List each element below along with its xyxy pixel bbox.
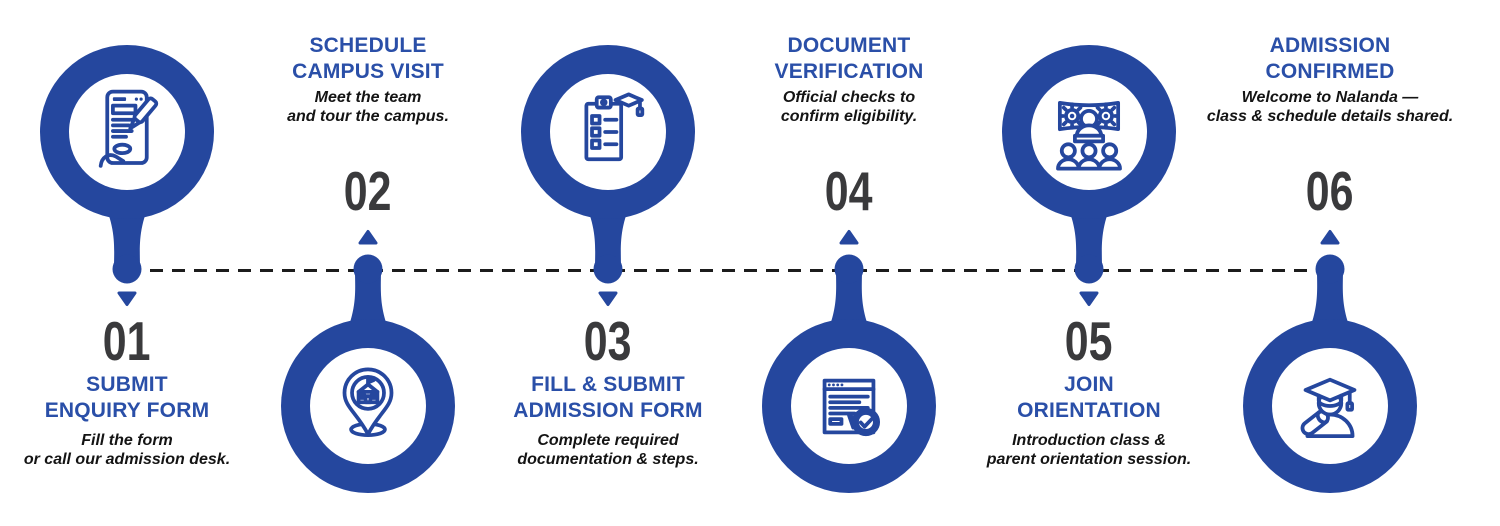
- arrow-up-icon: [358, 230, 378, 245]
- step-title-line: ORIENTATION: [1017, 398, 1161, 422]
- step-subtitle-line: Official checks to: [782, 89, 916, 106]
- step-subtitle-line: parent orientation session.: [986, 450, 1192, 468]
- admission-checklist-icon: [584, 92, 645, 162]
- arrow-up-icon: [1320, 230, 1340, 245]
- step-subtitle-line: and tour the campus.: [287, 107, 449, 125]
- step-subtitle-line: confirm eligibility.: [780, 107, 918, 125]
- step-number-text: 02: [344, 160, 392, 222]
- campus-location-pin-icon: [342, 367, 394, 438]
- step-title-line: CONFIRMED: [1265, 59, 1395, 83]
- step-subtitle-line: documentation & steps.: [517, 450, 699, 468]
- step-title-line: SUBMIT: [86, 373, 168, 396]
- graduate-icon: [1300, 377, 1357, 438]
- step-title: SCHEDULE CAMPUS VISIT: [218, 33, 518, 84]
- step-title-line: DOCUMENT: [787, 34, 911, 57]
- step-subtitle-line: class & schedule details shared.: [1206, 107, 1454, 125]
- step-02: 02 SCHEDULE CAMPUS VISIT Meet the team a…: [218, 0, 518, 526]
- step-number: 05: [939, 314, 1239, 369]
- step-title-line: CAMPUS VISIT: [292, 59, 444, 83]
- step-subtitle-line: or call our admission desk.: [23, 450, 231, 468]
- step-number: 02: [218, 164, 518, 219]
- arrow-up-icon: [839, 230, 859, 245]
- document-verification-icon: [822, 378, 881, 437]
- arrow-down-icon: [1079, 291, 1099, 306]
- step-03: 03 FILL & SUBMIT ADMISSION FORM Complete…: [458, 0, 758, 526]
- step-subtitle-line: Complete required: [537, 432, 679, 449]
- step-subtitle: Introduction class & parent orientation …: [939, 432, 1239, 470]
- step-subtitle-line: Introduction class &: [1012, 432, 1166, 449]
- step-number-text: 06: [1306, 160, 1354, 222]
- step-title-line: FILL & SUBMIT: [531, 373, 685, 396]
- step-marker: [27, 45, 227, 285]
- step-title-line: SCHEDULE: [309, 34, 427, 57]
- step-marker: [1230, 253, 1430, 493]
- step-number: 03: [458, 314, 758, 369]
- enquiry-form-icon: [98, 89, 159, 168]
- step-number-text: 01: [103, 310, 151, 372]
- step-01: 01 SUBMIT ENQUIRY FORM Fill the form or …: [0, 0, 277, 526]
- timeline-dashed-line: [150, 269, 1308, 272]
- arrow-down-icon: [598, 291, 618, 306]
- step-title: SUBMIT ENQUIRY FORM: [0, 372, 277, 423]
- step-06: 06 ADMISSION CONFIRMED Welcome to Naland…: [1180, 0, 1480, 526]
- step-subtitle: Official checks to confirm eligibility.: [699, 89, 999, 127]
- step-04: 04 DOCUMENT VERIFICATION Official checks…: [699, 0, 999, 526]
- step-05: 05 JOIN ORIENTATION Introduction class &…: [939, 0, 1239, 526]
- step-title-line: JOIN: [1064, 373, 1114, 396]
- step-title-line: VERIFICATION: [774, 59, 924, 83]
- step-marker: [508, 45, 708, 285]
- step-number: 04: [699, 164, 999, 219]
- step-title-line: ENQUIRY FORM: [44, 398, 210, 422]
- step-subtitle-line: Meet the team: [314, 89, 422, 106]
- orientation-presentation-icon: [1056, 100, 1122, 171]
- step-title-line: ADMISSION: [1269, 34, 1391, 57]
- step-subtitle: Welcome to Nalanda — class & schedule de…: [1180, 89, 1480, 127]
- step-number-text: 05: [1065, 310, 1113, 372]
- step-title-line: ADMISSION FORM: [513, 398, 703, 422]
- step-subtitle: Meet the team and tour the campus.: [218, 89, 518, 127]
- arrow-down-icon: [117, 291, 137, 306]
- step-subtitle-line: Fill the form: [81, 432, 173, 449]
- step-title: FILL & SUBMIT ADMISSION FORM: [458, 372, 758, 423]
- step-title: ADMISSION CONFIRMED: [1180, 33, 1480, 84]
- step-subtitle: Fill the form or call our admission desk…: [0, 432, 277, 470]
- step-title: DOCUMENT VERIFICATION: [699, 33, 999, 84]
- step-number-text: 04: [825, 160, 873, 222]
- step-marker: [989, 45, 1189, 285]
- step-number-text: 03: [584, 310, 632, 372]
- step-number: 06: [1180, 164, 1480, 219]
- step-subtitle-line: Welcome to Nalanda —: [1241, 89, 1419, 106]
- step-marker: [749, 253, 949, 493]
- step-subtitle: Complete required documentation & steps.: [458, 432, 758, 470]
- step-number: 01: [0, 314, 277, 369]
- step-marker: [268, 253, 468, 493]
- step-title: JOIN ORIENTATION: [939, 372, 1239, 423]
